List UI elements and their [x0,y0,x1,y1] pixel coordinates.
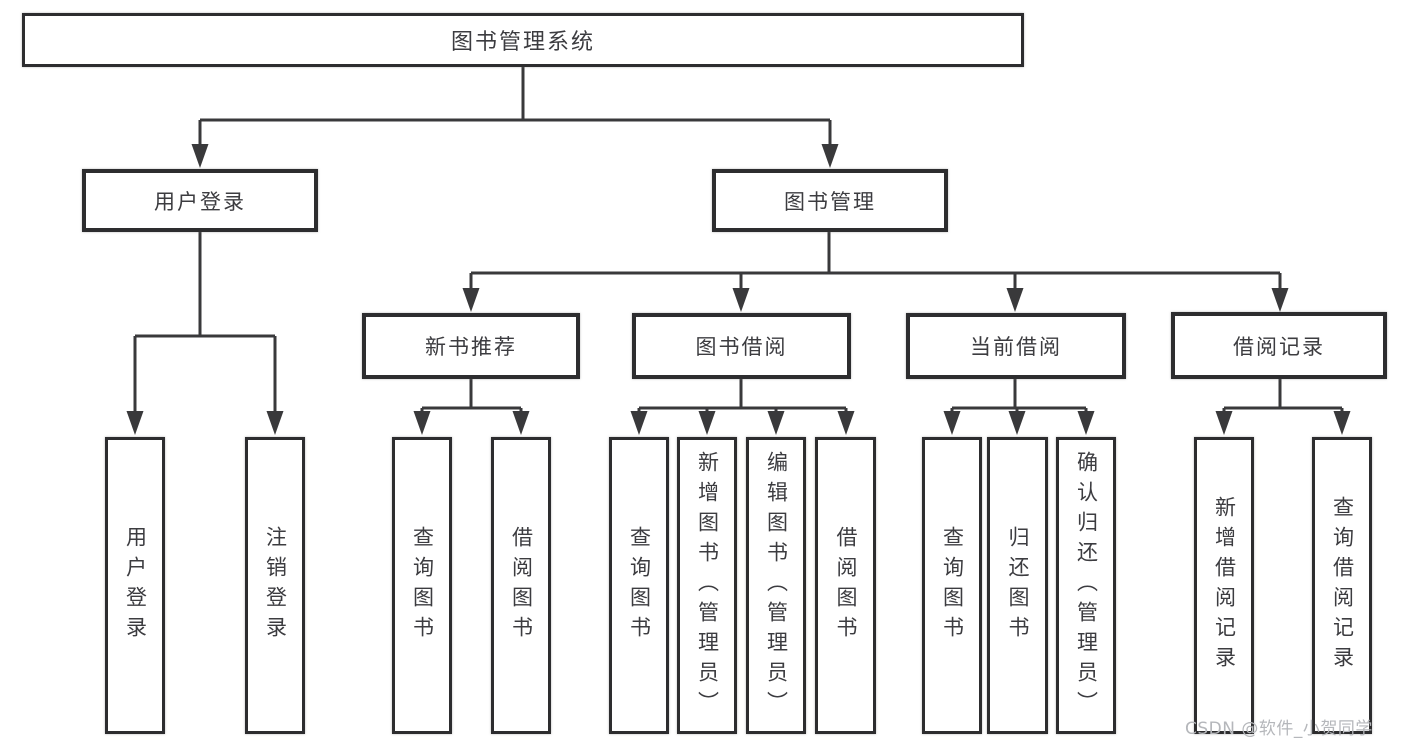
leaf-add-borrow-record: 新增借阅记录 [1194,437,1254,734]
arrowhead-borrow-record [1271,288,1289,312]
leaf-query-books-current: 查询图书 [922,437,982,734]
arrowhead-leaf-query-borrow-record [1333,411,1351,435]
arrowhead-leaf-user-login [126,411,144,435]
watermark-text: CSDN @软件_小贺同学 [1185,719,1373,739]
arrowhead-leaf-edit-book-admin [767,411,785,435]
node-book-management: 图书管理 [712,169,948,232]
arrowhead-user-login [191,144,209,168]
arrowhead-leaf-add-book-admin [698,411,716,435]
leaf-query-books-recommend: 查询图书 [392,437,452,734]
node-current-borrow: 当前借阅 [906,313,1126,379]
leaf-edit-book-admin: 编辑图书（管理员） [746,437,806,734]
connector-borrow-record-children [1222,377,1344,414]
leaf-return-book: 归还图书 [987,437,1048,734]
arrowhead-leaf-query-books-borrow [630,411,648,435]
leaf-confirm-return-admin: 确认归还（管理员） [1056,437,1116,734]
arrowhead-current-borrow [1006,288,1024,312]
node-user-login: 用户登录 [82,169,318,232]
connector-root-to-level2 [198,67,832,146]
arrowhead-book-borrow [732,288,750,312]
leaf-borrow-books-recommend: 借阅图书 [491,437,551,734]
leaf-user-login: 用户登录 [105,437,165,734]
leaf-borrow-books: 借阅图书 [815,437,876,734]
arrowhead-leaf-return-book [1008,411,1026,435]
connector-user-login-children [133,232,277,413]
node-book-borrow: 图书借阅 [632,313,851,379]
arrowhead-book-management [821,144,839,168]
leaf-query-borrow-record: 查询借阅记录 [1312,437,1372,734]
leaf-query-books-borrow: 查询图书 [609,437,669,734]
arrowhead-leaf-query-books-current [943,411,961,435]
connector-new-book-children [420,379,523,414]
leaf-logout: 注销登录 [245,437,305,734]
arrowhead-leaf-confirm-return-admin [1077,411,1095,435]
arrowhead-leaf-add-borrow-record [1215,411,1233,435]
arrowhead-leaf-borrow-books [837,411,855,435]
connector-current-borrow-children [950,379,1088,414]
arrowhead-leaf-query-books-recommend [413,411,431,435]
leaf-add-book-admin: 新增图书（管理员） [677,437,737,734]
arrowhead-new-book-recommend [462,288,480,312]
node-borrow-record: 借阅记录 [1171,312,1387,379]
node-system-root: 图书管理系统 [22,13,1024,67]
arrowhead-leaf-logout [266,411,284,435]
arrowhead-leaf-borrow-books-recommend [512,411,530,435]
connector-book-management-children [469,232,1282,290]
connector-book-borrow-children [637,379,848,414]
node-new-book-recommend: 新书推荐 [362,313,580,379]
